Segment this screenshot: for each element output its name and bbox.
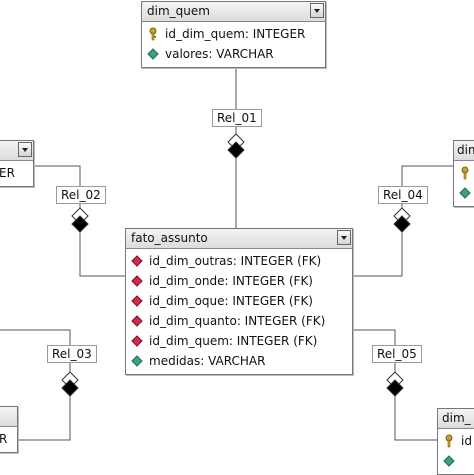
column-name: id: [461, 434, 472, 448]
column-row[interactable]: id_dim_quem: INTEGER (FK): [126, 331, 352, 351]
column-name: id_dim_quanto: INTEGER (FK): [149, 314, 326, 328]
column-name: id_dim_onde: INTEGER (FK): [149, 274, 313, 288]
table-title: dim_quem: [147, 4, 210, 18]
primary-key-icon: [461, 166, 469, 180]
rel-04-diamond-filled-icon: [393, 215, 411, 233]
table-header[interactable]: dim_: [438, 409, 474, 429]
chevron-down-icon[interactable]: [310, 3, 324, 18]
chevron-down-icon[interactable]: [337, 230, 351, 245]
rel-05-diamond-filled-icon: [386, 379, 404, 397]
table-header[interactable]: dim: [454, 141, 474, 161]
primary-key-icon: [445, 434, 453, 448]
rel-05-label[interactable]: Rel_05: [372, 345, 422, 363]
column-name: id_dim_outras: INTEGER (FK): [149, 254, 322, 268]
column-row[interactable]: R: [0, 429, 17, 449]
column-row[interactable]: [438, 451, 474, 471]
column-name: R: [0, 432, 8, 446]
column-row[interactable]: medidas: VARCHAR: [126, 351, 352, 371]
table-left-top-partial[interactable]: ER: [0, 140, 34, 187]
table-title: dim: [457, 143, 474, 157]
column-row[interactable]: id_dim_outras: INTEGER (FK): [126, 251, 352, 271]
column-name: id_dim_oque: INTEGER (FK): [149, 294, 313, 308]
column-name: id_dim_quem: INTEGER: [165, 27, 306, 41]
table-header[interactable]: [0, 141, 33, 161]
column-diamond-icon: [459, 187, 471, 199]
table-left-bottom-partial[interactable]: R: [0, 406, 18, 453]
table-right-bottom-partial[interactable]: dim_ id: [437, 408, 474, 475]
column-name: id_dim_quem: INTEGER (FK): [149, 334, 318, 348]
column-name: valores: VARCHAR: [165, 47, 274, 61]
column-row[interactable]: [454, 183, 474, 203]
foreign-key-diamond-icon: [131, 335, 143, 347]
table-title: dim_: [442, 411, 471, 425]
column-diamond-icon: [131, 355, 143, 367]
rel-02-diamond-filled-icon: [71, 215, 89, 233]
column-row[interactable]: id_dim_quanto: INTEGER (FK): [126, 311, 352, 331]
rel-02-label[interactable]: Rel_02: [56, 186, 106, 204]
table-dim-quem[interactable]: dim_quem id_dim_quem: INTEGER valores: V…: [141, 1, 326, 68]
column-row[interactable]: id_dim_quem: INTEGER: [142, 24, 325, 44]
column-name: ER: [0, 166, 15, 180]
rel-01-diamond-filled-icon: [227, 141, 245, 159]
chevron-down-icon[interactable]: [18, 142, 32, 157]
column-diamond-icon: [147, 48, 159, 60]
table-fato-assunto[interactable]: fato_assunto id_dim_outras: INTEGER (FK)…: [125, 228, 353, 375]
foreign-key-diamond-icon: [131, 315, 143, 327]
column-row[interactable]: ER: [0, 163, 33, 183]
foreign-key-diamond-icon: [131, 255, 143, 267]
column-row[interactable]: valores: VARCHAR: [142, 44, 325, 64]
table-header[interactable]: fato_assunto: [126, 229, 352, 249]
rel-03-diamond-filled-icon: [61, 379, 79, 397]
column-row[interactable]: [454, 163, 474, 183]
table-title: fato_assunto: [131, 231, 208, 245]
rel-01-label[interactable]: Rel_01: [212, 109, 262, 127]
table-header[interactable]: [0, 407, 17, 427]
column-row[interactable]: id_dim_onde: INTEGER (FK): [126, 271, 352, 291]
primary-key-icon: [149, 27, 157, 41]
table-header[interactable]: dim_quem: [142, 2, 325, 22]
column-name: medidas: VARCHAR: [149, 354, 266, 368]
rel-04-label[interactable]: Rel_04: [378, 186, 428, 204]
column-row[interactable]: id: [438, 431, 474, 451]
foreign-key-diamond-icon: [131, 295, 143, 307]
rel-03-label[interactable]: Rel_03: [47, 345, 97, 363]
table-right-top-partial[interactable]: dim: [453, 140, 474, 207]
column-diamond-icon: [443, 455, 455, 467]
column-row[interactable]: id_dim_oque: INTEGER (FK): [126, 291, 352, 311]
foreign-key-diamond-icon: [131, 275, 143, 287]
